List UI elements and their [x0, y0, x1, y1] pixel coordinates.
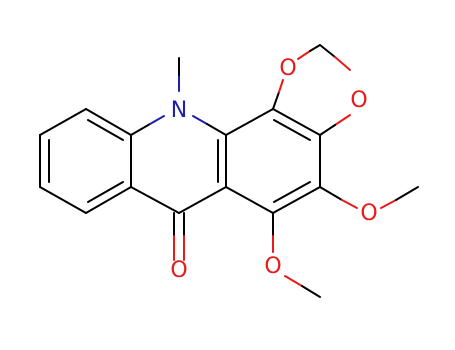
bond [272, 108, 321, 136]
bond-n-c [206, 123, 227, 136]
bond-o-methyl [284, 275, 303, 287]
bond-o-methyl [395, 186, 419, 201]
bond-c-o [341, 199, 358, 209]
bond-ch2-o [319, 44, 336, 58]
bond-c-o [278, 79, 284, 93]
bond [130, 186, 180, 214]
bond [85, 186, 132, 214]
bond-ch2-o [334, 56, 351, 71]
oxygen-atom-methoxy-4: O [360, 201, 377, 226]
bond-o-methyl [301, 285, 321, 298]
bond-c-n [149, 115, 165, 125]
bond [39, 186, 87, 214]
bond-n-c [192, 115, 208, 125]
bond [39, 108, 87, 136]
atom-labels: N O O O O O [170, 56, 377, 283]
bond [178, 186, 227, 214]
bond [225, 108, 274, 136]
oxygen-atom-dioxole-right: O [350, 88, 367, 113]
bond-o-c [319, 124, 336, 136]
bond-c-o [272, 91, 280, 110]
bond-o-ch2 [309, 44, 321, 52]
oxygen-atom-carbonyl: O [170, 258, 187, 283]
bond [85, 108, 132, 136]
bond-o-methyl [380, 199, 397, 209]
oxygen-atom-methoxy-5: O [264, 254, 281, 279]
oxygen-atom-dioxole-top: O [279, 56, 296, 81]
bond-inner [273, 119, 311, 141]
nitrogen-atom: N [171, 98, 187, 123]
bond-inner [273, 181, 311, 203]
bond-c-o [319, 186, 343, 201]
bond [225, 186, 274, 214]
bond-inner [87, 181, 124, 203]
bonds [39, 44, 419, 298]
bond-o-ch2 [297, 50, 311, 60]
bond-inner [87, 119, 124, 141]
bond [272, 186, 321, 214]
bond-c-n [130, 123, 151, 136]
bond-o-c [334, 114, 351, 126]
